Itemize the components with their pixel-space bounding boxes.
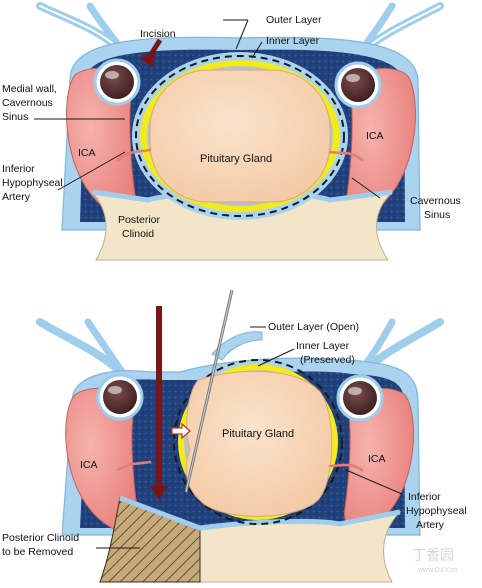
pituitary-gland-top <box>149 69 331 203</box>
outer-dashed-ring-bottom <box>173 359 343 525</box>
label-ica-right-top: ICA <box>366 130 384 142</box>
label-ica-left-bottom: ICA <box>80 459 98 471</box>
label-posterior-clinoid-removed: Posterior Clinoid to be Removed <box>2 532 82 558</box>
ica-lumen-left-bottom <box>96 373 144 421</box>
pituitary-gland-bottom <box>185 370 333 517</box>
label-incision: Incision <box>140 28 176 40</box>
dissector-instrument <box>184 289 234 493</box>
label-medial-wall: Medial wall, Cavernous Sinus <box>2 83 60 123</box>
leader-lines-bottom <box>96 326 403 549</box>
drill-direction-arrow <box>150 306 168 500</box>
outer-layer-open-flap <box>211 331 263 361</box>
inferior-hypophyseal-artery-top <box>116 148 364 162</box>
label-outer-layer: Outer Layer <box>266 14 322 26</box>
watermark-url: www.DXY.cn <box>417 567 458 574</box>
label-posterior-clinoid-top: Posterior Clinoid <box>118 214 163 240</box>
label-inferior-hypophyseal-top: Inferior Hypophyseal Artery <box>2 163 66 203</box>
open-arrow <box>171 422 191 440</box>
label-inferior-hypophyseal-bottom: Inferior Hypophyseal Artery <box>406 491 470 531</box>
label-ica-right-bottom: ICA <box>368 453 386 465</box>
label-ica-left-top: ICA <box>78 147 96 159</box>
label-inner-layer: Inner Layer <box>266 35 320 47</box>
outer-dashed-ring-top <box>135 55 345 217</box>
ica-lumen-right-top <box>334 61 382 109</box>
ica-lumen-left-top <box>93 58 141 106</box>
top-diagram: Incision Outer Layer Inner Layer Medial … <box>2 2 464 261</box>
label-pituitary-bottom: Pituitary Gland <box>222 428 294 440</box>
watermark: 丁香园 www.DXY.cn <box>412 547 458 574</box>
label-inner-layer-preserved: Inner Layer (Preserved) <box>296 340 355 366</box>
leader-lines-top <box>34 19 381 199</box>
label-cavernous-sinus: Cavernous Sinus <box>410 195 464 221</box>
inferior-hypophyseal-artery-bottom <box>116 460 364 472</box>
incision-arrow <box>140 38 163 68</box>
bone-sheath-bottom <box>119 495 401 531</box>
watermark-name: 丁香园 <box>412 547 454 563</box>
label-outer-layer-open: Outer Layer (Open) <box>268 321 359 333</box>
ica-lumen-right-bottom <box>336 374 384 422</box>
label-pituitary-top: Pituitary Gland <box>200 153 272 165</box>
bottom-diagram: Outer Layer (Open) Inner Layer (Preserve… <box>2 289 470 583</box>
